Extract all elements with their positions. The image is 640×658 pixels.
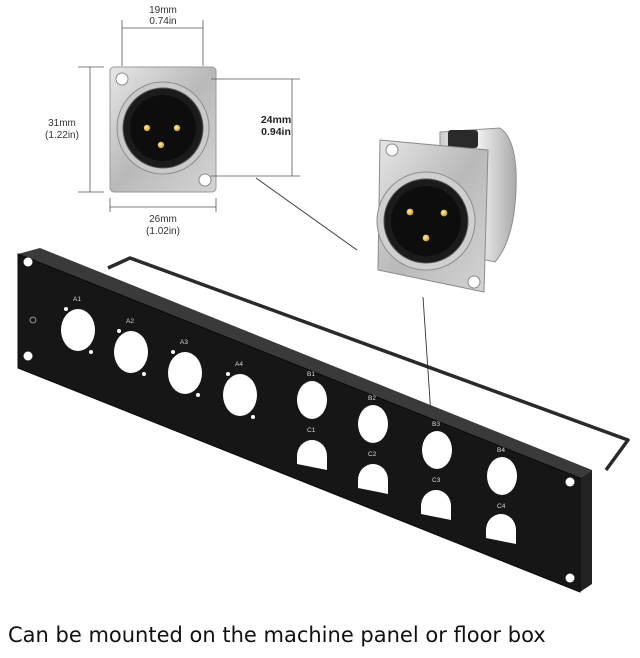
panel-hole-c1 [297,440,327,470]
panel-hole-a4 [223,372,257,419]
panel-hole-b4 [487,457,517,495]
dimension-lines [78,20,300,212]
panel-label-c4: C4 [497,503,506,510]
panel-label-a2: A2 [126,318,134,325]
dimension-width-mm: 19mm [149,5,177,16]
caption: Can be mounted on the machine panel or f… [8,623,546,647]
rack-panel: A1 A2 A3 A4 B1 B2 B3 B4 C1 C2 C3 C4 [17,248,630,593]
connector-front-view [109,66,217,193]
dimension-height-mm: 31mm [48,118,76,129]
panel-label-c2: C2 [368,451,377,458]
panel-label-b1: B1 [307,371,315,378]
panel-label-b4: B4 [497,447,505,454]
panel-hole-b3 [422,431,452,469]
panel-hole-a1 [61,307,95,354]
dimension-base-mm: 26mm [149,214,177,225]
panel-label-b2: B2 [368,395,376,402]
product-illustration: 19mm 0.74in 31mm (1.22in) 24mm 0.94in 26… [17,5,630,593]
panel-label-a4: A4 [235,361,243,368]
dimension-width-in: 0.74in [149,16,176,27]
dimension-base-in: (1.02in) [146,226,180,237]
panel-label-b3: B3 [432,421,440,428]
panel-label-a3: A3 [180,339,188,346]
dimension-height-in: (1.22in) [45,130,79,141]
panel-hole-c2 [358,464,388,494]
dimension-hole-in: 0.94in [261,126,291,138]
panel-hole-a3 [168,350,202,397]
panel-hole-c3 [421,490,451,520]
dimension-hole-mm: 24mm [261,114,291,126]
connector-perspective-view [376,127,517,293]
panel-hole-c4 [486,514,516,544]
panel-label-c3: C3 [432,477,441,484]
panel-hole-b1 [297,381,327,419]
panel-hole-b2 [358,405,388,443]
panel-label-a1: A1 [73,296,81,303]
panel-hole-a2 [114,329,148,376]
panel-label-c1: C1 [307,427,316,434]
